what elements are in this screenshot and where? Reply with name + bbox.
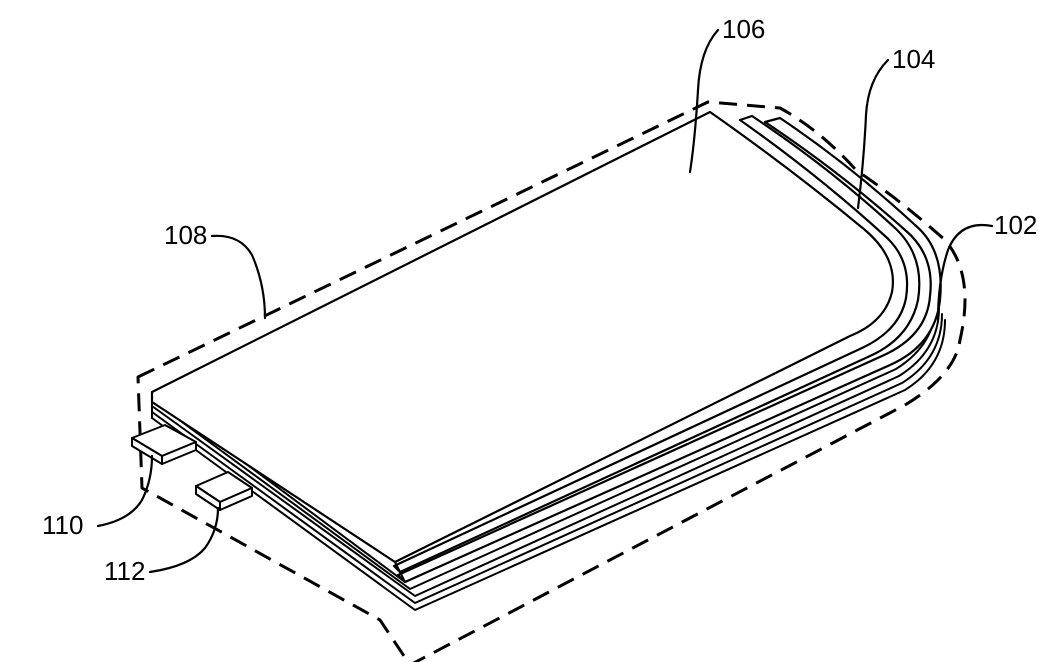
label-104: 104 bbox=[892, 44, 935, 74]
leader-106 bbox=[688, 28, 720, 174]
label-106: 106 bbox=[722, 14, 765, 44]
layer-edge-2 bbox=[151, 313, 943, 604]
label-112: 112 bbox=[104, 556, 145, 586]
label-102: 102 bbox=[994, 210, 1037, 240]
label-110: 110 bbox=[42, 510, 83, 540]
layer-edge-1 bbox=[151, 319, 946, 611]
top-electrode-face bbox=[150, 110, 894, 564]
middle-layer bbox=[392, 114, 921, 574]
label-108: 108 bbox=[164, 220, 207, 250]
leader-104 bbox=[856, 58, 890, 210]
leader-102 bbox=[936, 223, 994, 322]
front-edge-line bbox=[394, 561, 406, 583]
leader-110 bbox=[96, 454, 154, 528]
tab-110 bbox=[131, 424, 197, 465]
leader-112 bbox=[148, 506, 220, 574]
enclosure-outline bbox=[136, 100, 967, 662]
leader-108 bbox=[210, 234, 267, 320]
back-layer bbox=[396, 116, 942, 584]
tab-112 bbox=[195, 471, 253, 511]
